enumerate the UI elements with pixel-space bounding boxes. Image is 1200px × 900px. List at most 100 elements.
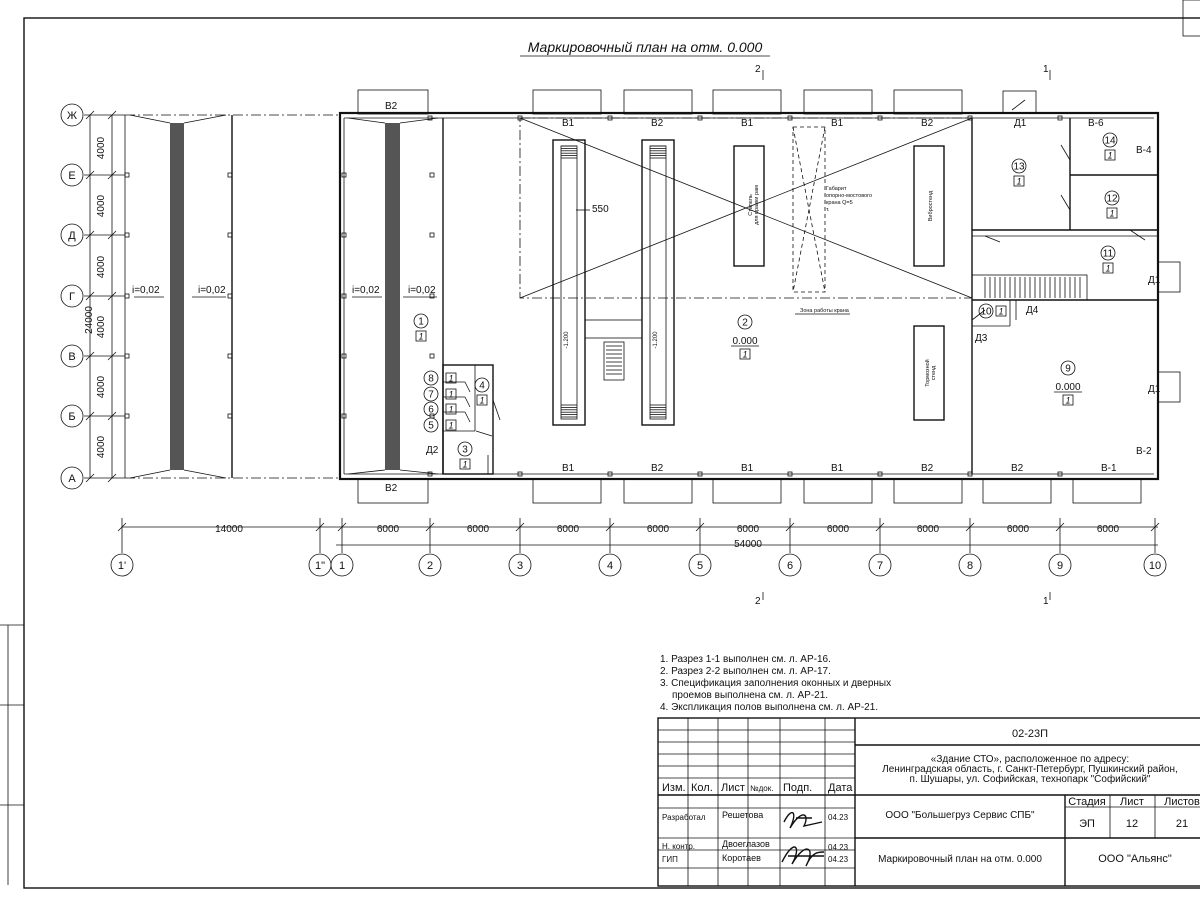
row-axis-5: Б	[60, 404, 84, 428]
row-axis-1: Е	[60, 163, 84, 187]
section-mark-1-bottom: 1	[1043, 592, 1051, 607]
room-marker-1: 11	[413, 313, 429, 342]
svg-text:Н. контр.: Н. контр.	[662, 842, 695, 851]
slope-label-1: i=0,02	[132, 285, 160, 296]
svg-text:ООО "Большегруз Сервис СПБ": ООО "Большегруз Сервис СПБ"	[885, 810, 1035, 821]
svg-text:1: 1	[418, 332, 423, 342]
row-dim-total: 24000	[84, 306, 95, 334]
svg-text:«Здание СТО», расположенное по: «Здание СТО», расположенное по адресу:	[931, 754, 1129, 765]
svg-text:6000: 6000	[647, 524, 670, 535]
room-marker-11: 111	[1100, 245, 1116, 274]
svg-text:Тормознойстенд: Тормознойстенд	[924, 359, 937, 387]
svg-text:1: 1	[1043, 64, 1049, 75]
svg-text:1: 1	[1016, 177, 1021, 187]
svg-text:0.000: 0.000	[1055, 382, 1080, 393]
svg-text:4: 4	[479, 381, 485, 392]
svg-text:7: 7	[428, 390, 434, 401]
col-axis-9: 8	[958, 553, 982, 577]
svg-text:В-4: В-4	[1136, 145, 1152, 156]
svg-text:5: 5	[697, 560, 703, 572]
svg-text:21: 21	[1176, 818, 1188, 830]
row-dim-3: 4000	[96, 255, 107, 278]
svg-text:1: 1	[742, 350, 747, 360]
row-dim-2: 4000	[96, 194, 107, 217]
svg-text:1: 1	[448, 374, 453, 384]
svg-text:3: 3	[517, 560, 523, 572]
section-mark-2-bottom: 2	[755, 592, 764, 607]
svg-text:04.23: 04.23	[828, 843, 849, 852]
col-axis-11: 10	[1143, 553, 1167, 577]
svg-text:Е: Е	[68, 170, 75, 182]
svg-text:Подп.: Подп.	[783, 782, 812, 794]
svg-text:Изм.: Изм.	[662, 782, 686, 794]
svg-text:6000: 6000	[737, 524, 760, 535]
svg-text:В-1: В-1	[1101, 463, 1117, 474]
svg-text:1: 1	[448, 390, 453, 400]
svg-text:6: 6	[428, 405, 434, 416]
svg-text:8: 8	[428, 374, 434, 385]
svg-text:В-6: В-6	[1088, 118, 1104, 129]
inspection-pits: -1.200 -1.200 550	[552, 139, 675, 426]
svg-text:Кол.: Кол.	[691, 782, 713, 794]
row-dim-6: 4000	[96, 435, 107, 458]
vibro-stand	[913, 145, 945, 267]
svg-text:10: 10	[1149, 560, 1161, 572]
col-axis-10: 9	[1048, 553, 1072, 577]
crane-area: Габарит опорно-мостового крана Q=5 т. Зо…	[519, 117, 973, 315]
svg-text:В: В	[68, 351, 75, 363]
svg-text:В2: В2	[1011, 463, 1024, 474]
svg-text:14000: 14000	[215, 524, 243, 535]
svg-text:6: 6	[787, 560, 793, 572]
drawing-title: Маркировочный план на отм. 0.000	[528, 39, 763, 55]
room-marker-13: 131	[1011, 158, 1027, 187]
svg-text:В2: В2	[651, 463, 664, 474]
svg-text:Дата: Дата	[828, 782, 853, 794]
svg-text:В2: В2	[921, 118, 934, 129]
svg-text:Стапельдля правки рам: Стапельдля правки рам	[748, 185, 760, 225]
svg-text:№док.: №док.	[750, 784, 773, 793]
annex-area: i=0,02 i=0,02	[124, 114, 340, 479]
svg-text:4. Экспликация полов выполнена: 4. Экспликация полов выполнена см. л. АР…	[660, 702, 878, 713]
row-dim-5: 4000	[96, 375, 107, 398]
svg-text:6000: 6000	[827, 524, 850, 535]
row-dimensions: 4000 4000 4000 4000 4000 4000 24000	[84, 110, 125, 483]
wash-bay: i=0,02 i=0,02	[347, 117, 439, 475]
svg-text:1: 1	[1109, 209, 1114, 219]
svg-text:3: 3	[462, 445, 468, 456]
svg-text:В1: В1	[741, 118, 754, 129]
row-dim-4: 4000	[96, 315, 107, 338]
svg-text:1: 1	[462, 460, 467, 470]
door-labels: Д1 Д1 Д1 Д2 Д3 Д4	[426, 118, 1161, 456]
svg-text:6000: 6000	[917, 524, 940, 535]
row-dim-1: 4000	[96, 136, 107, 159]
stamp-code: 02-23П	[1012, 728, 1048, 740]
svg-text:1: 1	[339, 560, 345, 572]
svg-text:1': 1'	[118, 560, 126, 572]
svg-text:5: 5	[428, 421, 434, 432]
svg-text:1: 1	[479, 396, 484, 406]
svg-text:2: 2	[755, 596, 761, 607]
svg-text:2. Разрез 2-2 выполнен см. л.: 2. Разрез 2-2 выполнен см. л. АР-17.	[660, 666, 831, 677]
col-axis-3: 2	[418, 553, 442, 577]
svg-text:2: 2	[427, 560, 433, 572]
svg-text:Маркировочный план на отм. 0.0: Маркировочный план на отм. 0.000	[878, 854, 1042, 865]
svg-text:Стадия: Стадия	[1068, 796, 1106, 808]
svg-text:Решетова: Решетова	[722, 810, 763, 820]
svg-text:1. Разрез 1-1 выполнен см. л.: 1. Разрез 1-1 выполнен см. л. АР-16.	[660, 654, 831, 665]
col-axis-4: 3	[508, 553, 532, 577]
svg-text:1: 1	[1105, 264, 1110, 274]
svg-text:12: 12	[1126, 818, 1138, 830]
svg-text:6000: 6000	[467, 524, 490, 535]
svg-text:13: 13	[1013, 162, 1025, 173]
svg-text:Вибростенд: Вибростенд	[928, 190, 934, 221]
svg-text:6000: 6000	[557, 524, 580, 535]
svg-text:1: 1	[1065, 396, 1070, 406]
row-axis-0: Ж	[60, 103, 84, 127]
slope-label-4: i=0,02	[408, 285, 436, 296]
svg-text:Б: Б	[68, 411, 75, 423]
svg-text:1: 1	[998, 307, 1003, 317]
